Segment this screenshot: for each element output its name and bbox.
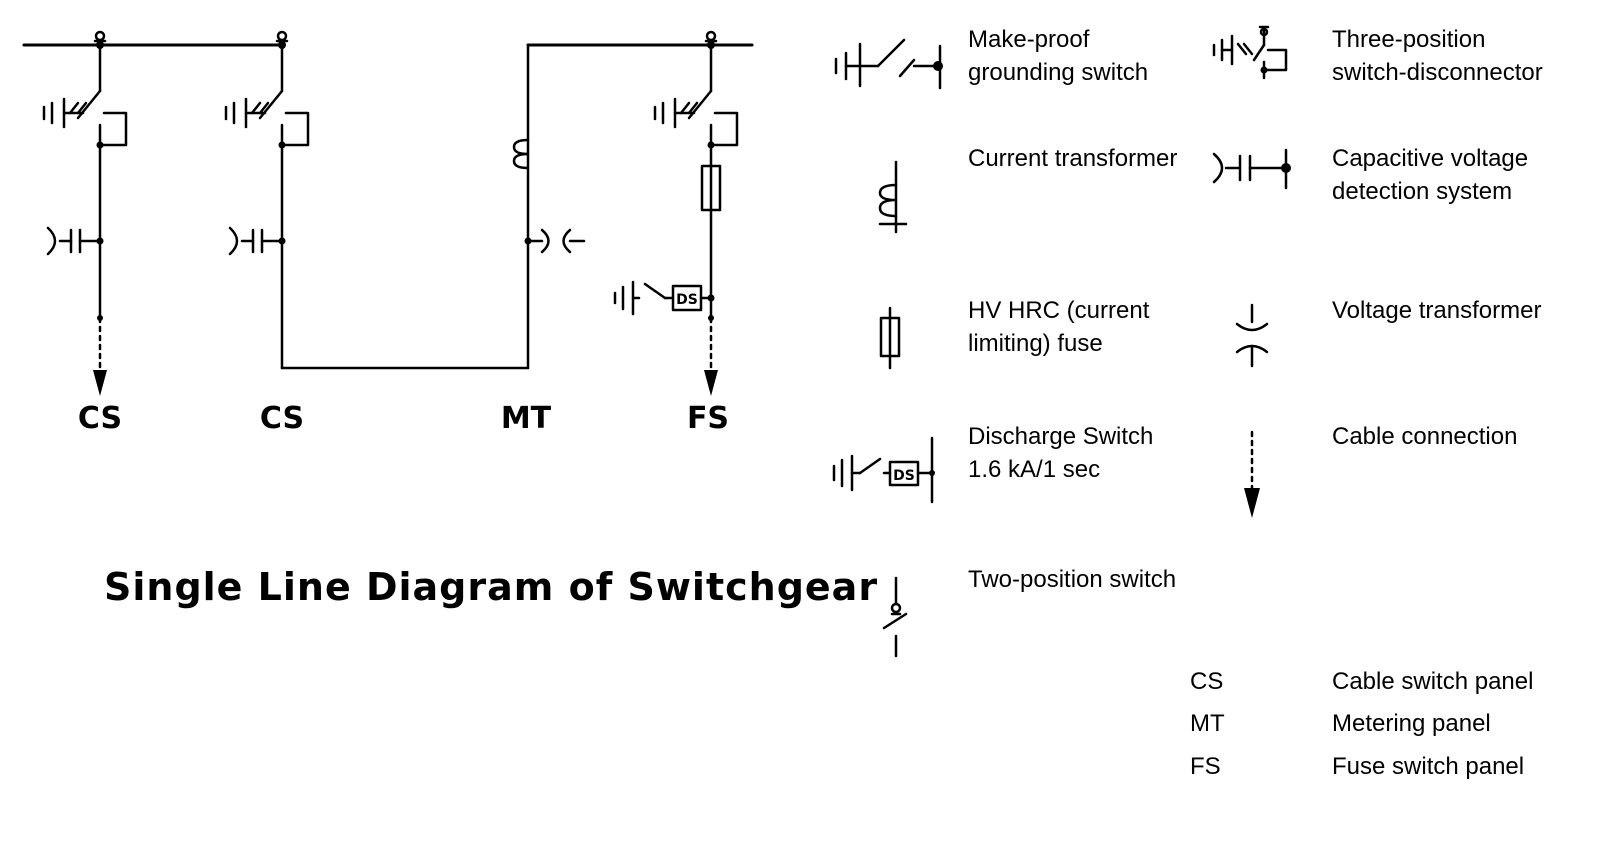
three-position-switch-disconnector-icon: [1212, 25, 1288, 80]
label-three-pos-1: Three-position: [1332, 26, 1485, 53]
label-make-proof-1: Make-proof: [968, 26, 1090, 53]
abbr-code-mt: MT: [1190, 710, 1225, 737]
panel-label-mt: MT: [501, 401, 552, 436]
abbr-code-cs: CS: [1190, 668, 1223, 695]
legend: DS Make-proof grounding switch Three-pos…: [832, 25, 1543, 780]
voltage-transformer-mt: [526, 228, 586, 254]
label-fuse-1: HV HRC (current: [968, 297, 1150, 324]
label-vt: Voltage transformer: [1332, 297, 1541, 324]
current-transformer-icon: [878, 160, 908, 234]
abbr-desc-cs: Cable switch panel: [1332, 668, 1533, 695]
label-cvd-1: Capacitive voltage: [1332, 145, 1528, 172]
ds-text-legend: DS: [893, 468, 915, 484]
panel-label-cs-2: CS: [260, 401, 304, 436]
panel-fs: [613, 30, 739, 398]
fuse-icon: [879, 306, 901, 370]
diagram-title: Single Line Diagram of Switchgear: [104, 565, 878, 609]
make-proof-grounding-switch-icon: [834, 38, 943, 90]
label-discharge-1: Discharge Switch: [968, 423, 1153, 450]
two-position-switch-icon: [882, 576, 908, 658]
abbr-code-fs: FS: [1190, 753, 1221, 780]
fuse-fs: [700, 164, 722, 212]
capacitive-voltage-detection-icon: [1212, 148, 1291, 190]
discharge-switch-icon: [832, 436, 935, 504]
panel-label-cs-1: CS: [78, 401, 122, 436]
label-cable: Cable connection: [1332, 423, 1517, 450]
abbr-desc-mt: Metering panel: [1332, 710, 1491, 737]
panel-mt: [512, 43, 586, 370]
label-discharge-2: 1.6 kA/1 sec: [968, 456, 1100, 483]
panel-cs-2: [224, 30, 530, 370]
label-two-pos: Two-position switch: [968, 566, 1176, 593]
label-cvd-2: detection system: [1332, 178, 1512, 205]
label-ct: Current transformer: [968, 145, 1177, 172]
label-fuse-2: limiting) fuse: [968, 330, 1103, 357]
panel-label-fs: FS: [687, 401, 729, 436]
cable-connection-icon: [1244, 430, 1260, 518]
label-make-proof-2: grounding switch: [968, 59, 1148, 86]
abbreviation-list: CS Cable switch panel MT Metering panel …: [1190, 668, 1533, 780]
abbr-desc-fs: Fuse switch panel: [1332, 753, 1524, 780]
panel-cs-1: [42, 30, 128, 398]
label-three-pos-2: switch-disconnector: [1332, 59, 1543, 86]
single-line-diagram: DS CS CS MT FS Single Line Diagram of Sw…: [22, 30, 878, 609]
voltage-transformer-icon: [1235, 303, 1269, 368]
ds-text-diagram: DS: [676, 292, 698, 308]
